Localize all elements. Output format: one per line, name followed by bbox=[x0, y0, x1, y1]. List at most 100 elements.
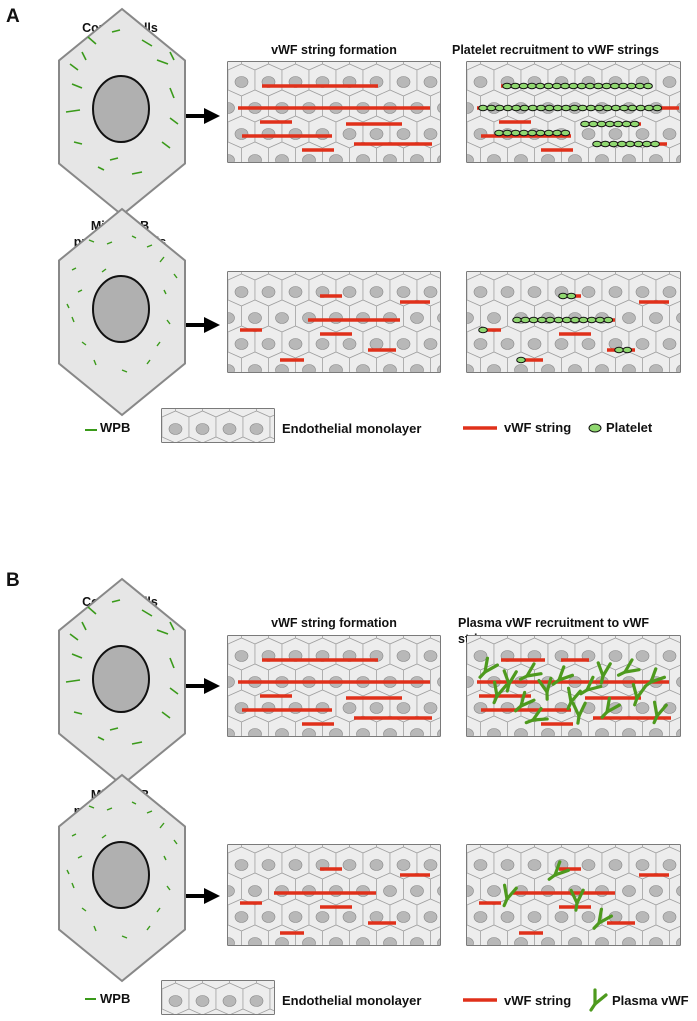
endothelial-nucleus bbox=[248, 312, 262, 324]
endothelial-nucleus bbox=[542, 625, 555, 636]
endothelial-nucleus bbox=[622, 885, 636, 897]
endothelial-nucleus bbox=[581, 128, 596, 140]
wpb bbox=[146, 925, 151, 931]
endothelial-nucleus bbox=[316, 391, 329, 402]
arrow-control-a bbox=[186, 108, 220, 124]
endothelial-nucleus bbox=[276, 261, 289, 272]
wpb bbox=[106, 241, 113, 245]
platelet bbox=[516, 356, 526, 364]
endothelial-nucleus bbox=[635, 650, 650, 662]
endothelial-cell bbox=[602, 378, 629, 410]
endothelial-cell bbox=[669, 636, 680, 644]
endothelial-cell bbox=[444, 168, 471, 200]
endothelial-nucleus bbox=[663, 964, 676, 975]
endothelial-cell bbox=[548, 168, 575, 200]
endothelial-nucleus bbox=[330, 834, 343, 845]
endothelial-nucleus bbox=[397, 755, 410, 766]
panel-letter-a: A bbox=[6, 6, 20, 27]
endothelial-nucleus bbox=[289, 755, 302, 766]
endothelial-nucleus bbox=[396, 128, 411, 140]
endothelial-nucleus bbox=[690, 860, 697, 871]
endothelial-nucleus bbox=[677, 625, 690, 636]
endothelial-nucleus bbox=[622, 154, 636, 162]
endothelial-nucleus bbox=[302, 312, 316, 324]
endothelial-nucleus bbox=[690, 912, 697, 923]
endothelial-nucleus bbox=[248, 885, 262, 897]
endothelial-cell bbox=[229, 409, 257, 418]
wpb bbox=[69, 633, 79, 641]
endothelial-cell bbox=[615, 845, 643, 854]
wpb bbox=[161, 141, 171, 149]
nucleus bbox=[92, 645, 150, 713]
endothelial-nucleus bbox=[608, 859, 623, 871]
endothelial-nucleus bbox=[304, 476, 317, 487]
wpb bbox=[81, 907, 87, 912]
endothelial-cell bbox=[507, 62, 535, 71]
endothelial-cell bbox=[349, 845, 377, 854]
endothelial-cell bbox=[403, 62, 431, 71]
endothelial-nucleus bbox=[235, 181, 248, 192]
endothelial-nucleus bbox=[369, 286, 384, 298]
endothelial-nucleus bbox=[568, 937, 582, 945]
endothelial-cell bbox=[403, 715, 431, 736]
endothelial-cell bbox=[521, 951, 548, 983]
platelet bbox=[545, 316, 556, 324]
endothelial-nucleus bbox=[342, 911, 357, 923]
endothelial-nucleus bbox=[650, 51, 663, 62]
endothelial-cell bbox=[467, 845, 481, 854]
endothelial-cell bbox=[417, 951, 444, 983]
monolayer-cells bbox=[228, 62, 471, 200]
endothelial-nucleus bbox=[500, 911, 515, 923]
endothelial-cell bbox=[440, 168, 467, 200]
endothelial-nucleus bbox=[501, 964, 514, 975]
wpb bbox=[166, 319, 171, 325]
plasma-vwf-group bbox=[502, 860, 613, 930]
endothelial-nucleus bbox=[555, 964, 568, 975]
endothelial-nucleus bbox=[262, 391, 275, 402]
endothelial-nucleus bbox=[676, 885, 680, 897]
endothelial-cell bbox=[683, 64, 697, 96]
endothelial-cell bbox=[669, 352, 680, 372]
endothelial-cell bbox=[228, 742, 255, 774]
endothelial-nucleus bbox=[384, 261, 397, 272]
platelet bbox=[625, 140, 636, 148]
endothelial-nucleus bbox=[676, 312, 680, 324]
endothelial-cell bbox=[430, 272, 440, 279]
platelet bbox=[569, 104, 580, 112]
endothelial-nucleus bbox=[515, 261, 528, 272]
endothelial-cell bbox=[561, 272, 589, 281]
endothelial-nucleus bbox=[447, 651, 460, 662]
wpb bbox=[81, 51, 87, 61]
endothelial-nucleus bbox=[581, 911, 596, 923]
endothelial-nucleus bbox=[663, 391, 676, 402]
endothelial-nucleus bbox=[501, 391, 514, 402]
wpb bbox=[156, 59, 169, 65]
endothelial-nucleus bbox=[383, 154, 397, 162]
endothelial-cell bbox=[417, 742, 444, 774]
endothelial-nucleus bbox=[554, 702, 569, 714]
endothelial-cell bbox=[228, 951, 255, 983]
wpb bbox=[93, 359, 97, 366]
wpb bbox=[146, 244, 153, 248]
endothelial-cell bbox=[390, 168, 417, 200]
wpb bbox=[101, 268, 107, 273]
endothelial-nucleus bbox=[277, 424, 290, 435]
strings-b1 bbox=[238, 658, 432, 726]
endothelial-nucleus bbox=[234, 911, 249, 923]
endothelial-cell bbox=[480, 62, 508, 71]
platelet bbox=[527, 82, 537, 90]
endothelial-nucleus bbox=[289, 181, 302, 192]
endothelial-nucleus bbox=[663, 181, 676, 192]
plasma-vwf bbox=[524, 706, 549, 725]
platelet bbox=[535, 129, 546, 137]
platelet bbox=[552, 82, 562, 90]
monolayer-a2 bbox=[440, 51, 697, 200]
endothelial-nucleus bbox=[650, 261, 663, 272]
endothelial-nucleus bbox=[208, 339, 221, 350]
endothelial-nucleus bbox=[555, 181, 568, 192]
endothelial-nucleus bbox=[690, 391, 697, 402]
endothelial-cell bbox=[268, 636, 296, 645]
endothelial-nucleus bbox=[423, 76, 438, 88]
endothelial-nucleus bbox=[662, 286, 677, 298]
